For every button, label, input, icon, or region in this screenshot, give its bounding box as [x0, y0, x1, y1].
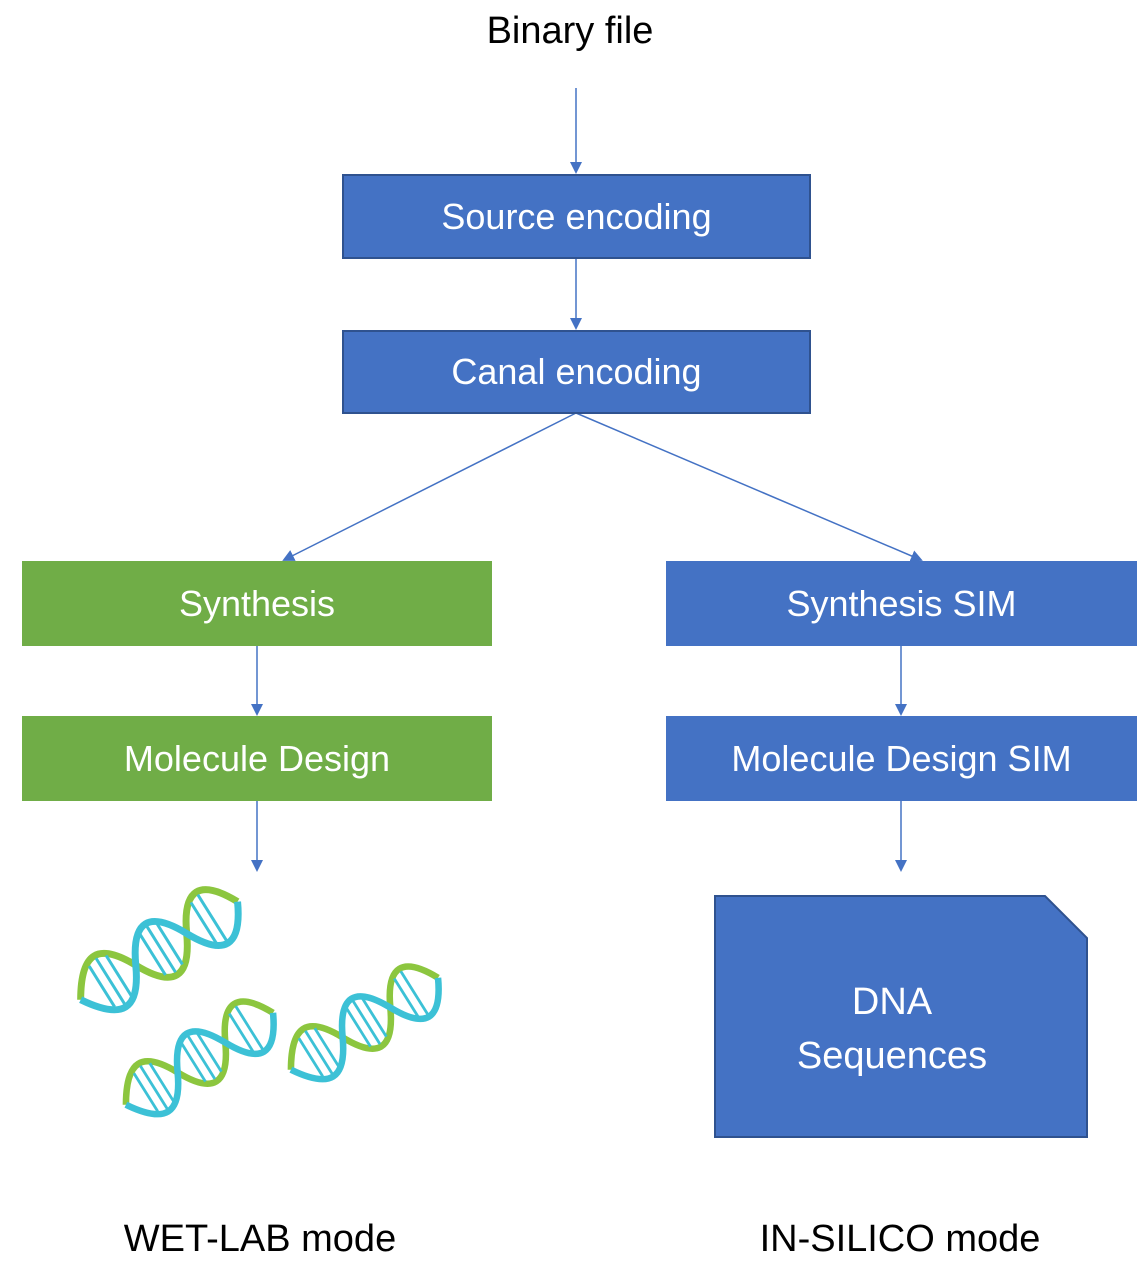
edge-canal-to-synthesis: [282, 412, 577, 561]
dna-helix-icon: [77, 886, 242, 1014]
synthesis-sim-label: Synthesis SIM: [786, 582, 1017, 624]
molecule-design-box: Molecule Design: [22, 716, 492, 801]
dna-helix-icon: [122, 998, 277, 1118]
canal-encoding-box: Canal encoding: [342, 330, 811, 414]
synthesis-box: Synthesis: [22, 561, 492, 646]
binary-file-label: Binary file: [486, 10, 654, 52]
in-silico-mode-label: IN-SILICO mode: [759, 1218, 1041, 1260]
dna-helix-icon: [287, 963, 442, 1083]
source-encoding-box: Source encoding: [342, 174, 811, 259]
canal-encoding-label: Canal encoding: [451, 351, 702, 392]
synthesis-label: Synthesis: [178, 582, 336, 624]
edge-canal-to-synthesis-sim: [575, 412, 923, 562]
molecule-design-sim-label: Molecule Design SIM: [731, 737, 1072, 779]
molecule-design-sim-box: Molecule Design SIM: [666, 716, 1137, 801]
source-encoding-label: Source encoding: [441, 195, 712, 237]
dna-sequences-document: [714, 895, 1088, 1138]
molecule-design-label: Molecule Design: [123, 737, 391, 779]
wet-lab-mode-label: WET-LAB mode: [123, 1218, 397, 1260]
synthesis-sim-box: Synthesis SIM: [666, 561, 1137, 646]
dna-sequences-label: DNA Sequences: [796, 981, 988, 1077]
